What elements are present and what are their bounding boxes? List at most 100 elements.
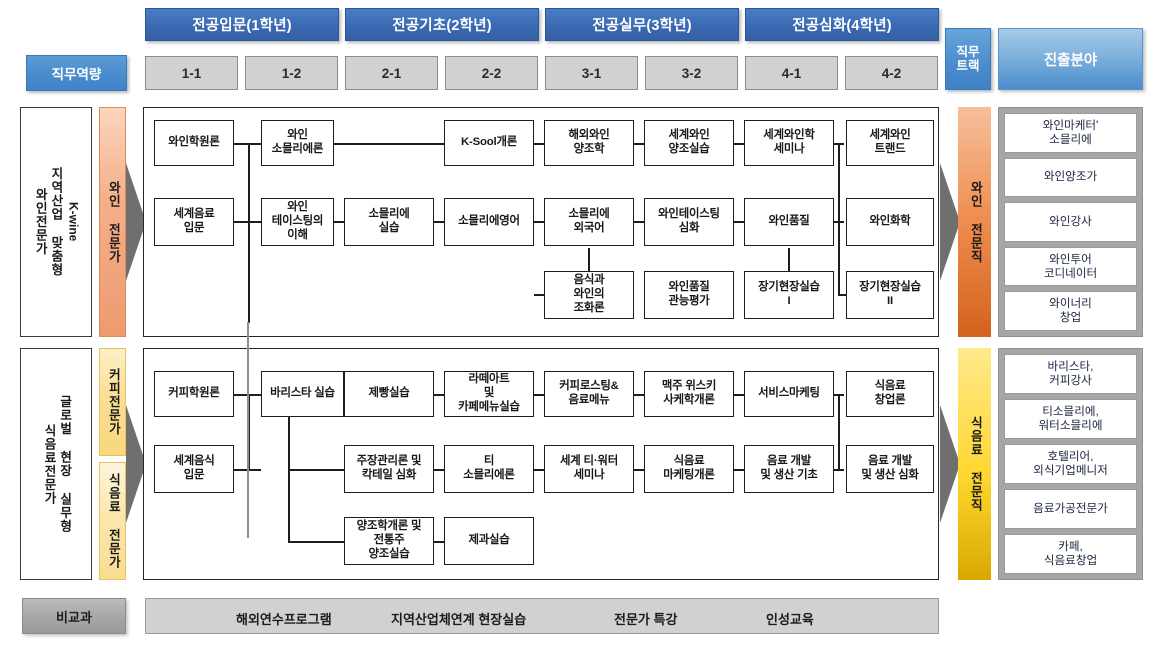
connector xyxy=(634,469,644,471)
career-item-label: 카페,식음료창업 xyxy=(1043,540,1098,567)
connector xyxy=(248,394,250,470)
course-node-label: 제빵실습 xyxy=(368,387,410,400)
competency-label: 직무역량 xyxy=(51,67,102,82)
program-title-wine-l2: 지역산업 맞춤형 xyxy=(48,167,63,277)
year-bar-1: 전공입문(1학년) xyxy=(145,8,339,41)
career-item[interactable]: 카페,식음료창업 xyxy=(1004,534,1137,574)
course-node[interactable]: 제빵실습 xyxy=(344,371,434,417)
extracurricular-item-2[interactable]: 지역산업체연계 현장실습 xyxy=(391,612,527,627)
semester-label: 3-1 xyxy=(581,65,602,81)
connector xyxy=(734,469,744,471)
year-bar-2: 전공기초(2학년) xyxy=(345,8,539,41)
connector xyxy=(734,221,744,223)
course-node-label: K-Sool개론 xyxy=(460,136,518,149)
course-node[interactable]: 와인품질 xyxy=(744,198,834,246)
career-item[interactable]: 와인양조가 xyxy=(1004,157,1137,198)
connector xyxy=(734,143,744,145)
extracurricular-item-3[interactable]: 전문가 특강 xyxy=(614,612,678,627)
course-node[interactable]: 와인학원론 xyxy=(154,120,234,166)
outcome-strip-wine: 와인 전문직 xyxy=(958,107,991,337)
year-bar-2-label: 전공기초(2학년) xyxy=(392,18,492,34)
course-node[interactable]: 소믈리에영어 xyxy=(444,198,534,246)
semester-cell-1-1: 1-1 xyxy=(145,56,238,90)
semester-cell-3-2: 3-2 xyxy=(645,56,738,90)
course-node-label: 커피학원론 xyxy=(168,387,220,400)
cross-section-connector xyxy=(247,322,249,538)
career-item[interactable]: 와인강사 xyxy=(1004,202,1137,242)
career-item-label: 와인양조가 xyxy=(1043,170,1098,184)
career-item[interactable]: 호텔리어,외식기업메니저 xyxy=(1004,444,1137,484)
connector xyxy=(588,248,590,271)
connector xyxy=(334,221,344,223)
competency-badge: 직무역량 xyxy=(26,55,127,91)
connector xyxy=(838,294,846,296)
course-node[interactable]: 와인화학 xyxy=(846,198,934,246)
year-bar-4: 전공심화(4학년) xyxy=(745,8,939,41)
career-item[interactable]: 음료가공전문가 xyxy=(1004,489,1137,529)
career-item[interactable]: 와인마케터'소믈리에 xyxy=(1004,113,1137,153)
connector xyxy=(534,221,544,223)
career-item[interactable]: 바리스타,커피강사 xyxy=(1004,354,1137,394)
course-node[interactable]: K-Sool개론 xyxy=(444,120,534,166)
career-item[interactable]: 티소믈리에,워터소믈리에 xyxy=(1004,399,1137,439)
career-item-label: 티소믈리에,워터소믈리에 xyxy=(1038,405,1103,432)
career-item-label: 와인마케터'소믈리에 xyxy=(1042,118,1099,146)
extracurricular-item-1[interactable]: 해외연수프로그램 xyxy=(236,612,332,627)
field-label: 진출분야 xyxy=(1043,52,1098,69)
semester-cell-1-2: 1-2 xyxy=(245,56,338,90)
course-node[interactable]: 제과실습 xyxy=(444,517,534,565)
connector xyxy=(288,541,344,543)
course-node-label: 소믈리에영어 xyxy=(458,215,520,228)
semester-label: 4-2 xyxy=(881,65,902,81)
specialty-label-coffee: 커피전문가 xyxy=(106,368,121,436)
course-node[interactable]: 커피학원론 xyxy=(154,371,234,417)
specialty-strip-coffee: 커피전문가 xyxy=(99,348,126,456)
course-node[interactable]: 바리스타 실습 xyxy=(261,371,344,417)
course-node[interactable]: 서비스마케팅 xyxy=(744,371,834,417)
course-node[interactable]: 커피로스팅&음료메뉴 xyxy=(544,371,634,417)
extracurricular-item-4[interactable]: 인성교육 xyxy=(766,612,814,627)
year-bar-4-label: 전공심화(4학년) xyxy=(792,18,892,34)
